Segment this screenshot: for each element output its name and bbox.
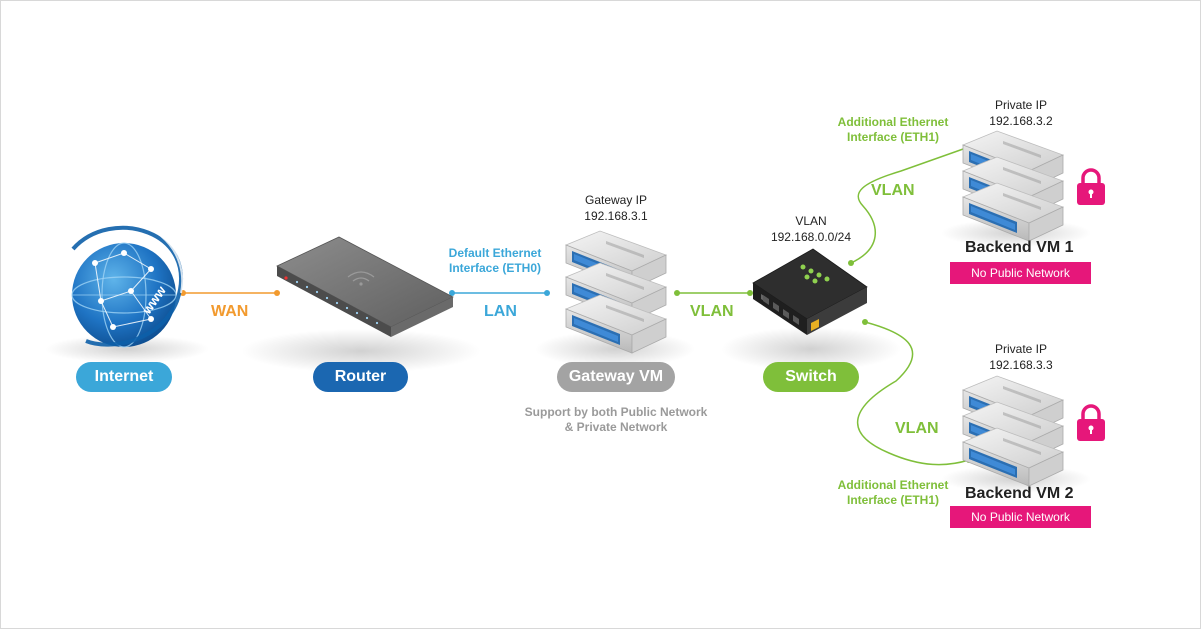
switch-vlan-subnet: 192.168.0.0/24: [770, 230, 852, 244]
backend1-lock-icon: [1077, 168, 1105, 205]
backend2-ip-title: Private IP: [994, 342, 1048, 356]
wan-link-label: WAN: [211, 303, 249, 320]
backend2-interface-note: Additional Ethernet Interface (ETH1): [829, 478, 957, 508]
backend1-interface-line1: Additional Ethernet: [837, 115, 949, 129]
router-icon: [276, 236, 454, 337]
gateway-vm-label: Gateway VM: [557, 362, 675, 392]
gateway-support-note: Support by both Public Network & Private…: [511, 405, 721, 435]
lan-connection: [449, 290, 550, 296]
backend2-interface-line1: Additional Ethernet: [837, 478, 949, 492]
switch-icon: [752, 248, 868, 335]
router-label: Router: [313, 362, 408, 392]
lan-interface-line2: Interface (ETH0): [448, 261, 542, 275]
switch-vlan-title: VLAN: [795, 214, 827, 228]
vlan-gateway-switch-label: VLAN: [690, 303, 734, 320]
backend1-interface-note: Additional Ethernet Interface (ETH1): [829, 115, 957, 145]
backend1-ip-block: Private IP 192.168.3.2: [971, 97, 1071, 129]
switch-label: Switch: [763, 362, 859, 392]
wan-connection: [180, 290, 280, 296]
backend2-no-public-badge: No Public Network: [950, 506, 1091, 528]
backend1-title: Backend VM 1: [965, 239, 1074, 256]
backend2-interface-line2: Interface (ETH1): [846, 493, 940, 507]
gateway-note-line2: & Private Network: [564, 420, 668, 434]
backend1-interface-line2: Interface (ETH1): [846, 130, 940, 144]
vlan-connection-gateway-switch: [674, 290, 753, 296]
switch-vlan-block: VLAN 192.168.0.0/24: [756, 213, 866, 245]
backend2-lock-icon: [1077, 404, 1105, 441]
lan-interface-note: Default Ethernet Interface (ETH0): [439, 246, 551, 276]
internet-globe-icon: www: [71, 225, 184, 348]
gateway-note-line1: Support by both Public Network: [524, 405, 708, 419]
vlan-switch-backend2-label: VLAN: [895, 420, 939, 437]
lan-link-label: LAN: [484, 303, 517, 320]
backend2-ip-block: Private IP 192.168.3.3: [971, 341, 1071, 373]
gateway-ip-title: Gateway IP: [584, 193, 648, 207]
lan-interface-line1: Default Ethernet: [448, 246, 542, 260]
backend2-title: Backend VM 2: [965, 485, 1074, 502]
vlan-connection-switch-backend1: [848, 145, 969, 266]
backend1-ip-value: 192.168.3.2: [989, 114, 1053, 128]
internet-label: Internet: [76, 362, 172, 392]
backend2-ip-value: 192.168.3.3: [989, 358, 1053, 372]
backend1-ip-title: Private IP: [994, 98, 1048, 112]
gateway-ip-block: Gateway IP 192.168.3.1: [566, 192, 666, 224]
vlan-switch-backend1-label: VLAN: [871, 182, 915, 199]
backend1-no-public-badge: No Public Network: [950, 262, 1091, 284]
gateway-ip-value: 192.168.3.1: [584, 209, 648, 223]
